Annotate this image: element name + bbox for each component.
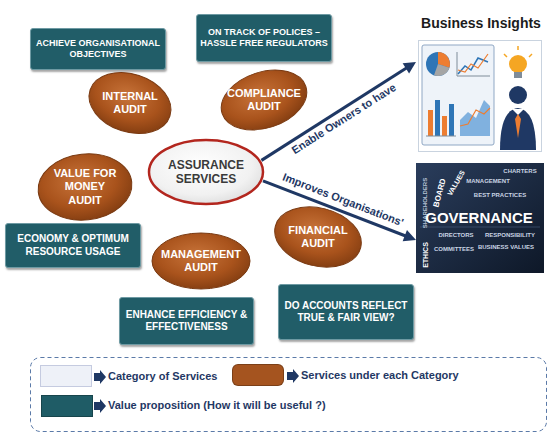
category-ellipse: ASSURANCE SERVICES	[147, 138, 265, 206]
pie-slice	[434, 64, 449, 76]
service-petal: MANAGEMENT AUDIT	[150, 231, 252, 291]
bar	[428, 110, 433, 136]
line-chart	[458, 54, 488, 72]
word-cloud-text: COMMITTEES	[434, 246, 474, 252]
value-box: ENHANCE EFFICIENCY & EFFECTIVENESS	[119, 297, 254, 345]
legend-arrow	[94, 370, 106, 384]
person-tie	[515, 114, 521, 138]
legend-text: Category of Services	[108, 370, 217, 383]
word-cloud-text: BOARD	[432, 178, 447, 208]
word-cloud-text: CHARTERS	[503, 168, 536, 174]
bar	[435, 100, 440, 136]
value-text: ENHANCE EFFICIENCY & EFFECTIVENESS	[122, 309, 251, 334]
dashboard-panel	[422, 45, 494, 145]
legend-arrow	[287, 369, 299, 383]
value-text: ECONOMY & OPTIMUM RESOURCE USAGE	[8, 233, 138, 258]
image-rule	[420, 227, 540, 228]
legend-text: Value proposition (How it will be useful…	[108, 399, 326, 412]
petal-shape	[35, 149, 135, 224]
service-petal: VALUE FOR MONEY AUDIT	[36, 152, 134, 222]
bulb-ray	[529, 54, 532, 57]
image-heading: Business Insights	[416, 14, 546, 34]
word-cloud-text: BEST PRACTICES	[474, 192, 526, 198]
insights-illustration	[418, 40, 542, 152]
area-chart	[460, 100, 490, 136]
legend-frame	[31, 358, 547, 432]
legend-swatch	[41, 395, 93, 417]
service-text: INTERNAL AUDIT	[97, 90, 163, 116]
word-cloud-text: DIRECTORS	[438, 232, 473, 238]
bulb-base	[514, 72, 522, 78]
person-body	[500, 108, 536, 150]
petal-shape	[81, 62, 179, 143]
bar	[449, 104, 454, 136]
chart-axis	[457, 76, 490, 77]
value-text: ACHIEVE ORGANISATIONAL OBJECTIVES	[33, 38, 163, 61]
value-text: DO ACCOUNTS REFLECT TRUE & FAIR VIEW?	[281, 300, 411, 325]
legend-swatch	[40, 365, 92, 387]
category-shape	[149, 140, 263, 204]
insights-image: Business Insights	[416, 14, 546, 153]
arrow-head	[403, 62, 416, 74]
value-text: ON TRACK OF POLICES – HASSLE FREE REGULA…	[199, 27, 329, 50]
petal-shape	[214, 60, 315, 140]
light-bulb	[509, 55, 527, 73]
petal-shape	[152, 233, 250, 289]
bulb-ray	[517, 46, 519, 50]
service-petal: INTERNAL AUDIT	[86, 72, 174, 134]
bulb-ray	[504, 54, 507, 57]
image-background	[416, 163, 544, 273]
word-cloud-text: BUSINESS VALUES	[478, 244, 534, 250]
word-cloud-text: VALUES	[446, 169, 466, 197]
legend-swatch	[232, 364, 284, 386]
chart-axis	[426, 136, 456, 137]
category-text: ASSURANCE SERVICES	[160, 158, 252, 187]
service-text: FINANCIAL AUDIT	[282, 224, 354, 250]
service-petal: COMPLIANCE AUDIT	[218, 70, 310, 130]
chart-axis	[457, 52, 458, 76]
word-cloud-text: MANAGEMENT	[466, 178, 510, 184]
value-box: ON TRACK OF POLICES – HASSLE FREE REGULA…	[196, 14, 332, 62]
bar	[442, 116, 447, 136]
value-box: ECONOMY & OPTIMUM RESOURCE USAGE	[5, 223, 141, 268]
service-text: VALUE FOR MONEY AUDIT	[52, 167, 118, 207]
governance-image: SHAREHOLDERSVALUESBOARDMANAGEMENTCHARTER…	[416, 163, 544, 273]
person-head	[509, 86, 527, 104]
service-text: MANAGEMENT AUDIT	[158, 248, 244, 274]
legend-text: Services under each Category	[301, 369, 459, 382]
line-chart	[460, 108, 490, 126]
value-box: ACHIEVE ORGANISATIONAL OBJECTIVES	[30, 28, 166, 70]
service-text: COMPLIANCE AUDIT	[224, 87, 304, 113]
service-petal: FINANCIAL AUDIT	[272, 206, 364, 268]
legend-arrow	[94, 399, 106, 413]
image-frame	[419, 41, 542, 152]
value-box: DO ACCOUNTS REFLECT TRUE & FAIR VIEW?	[278, 284, 414, 340]
arrow-head	[403, 230, 416, 241]
pie-chart	[426, 52, 450, 76]
word-cloud-text: GOVERNANCE	[425, 210, 533, 225]
word-cloud-text: ETHICS	[422, 242, 429, 268]
word-cloud-text: RESPONSIBILITY	[485, 232, 535, 238]
